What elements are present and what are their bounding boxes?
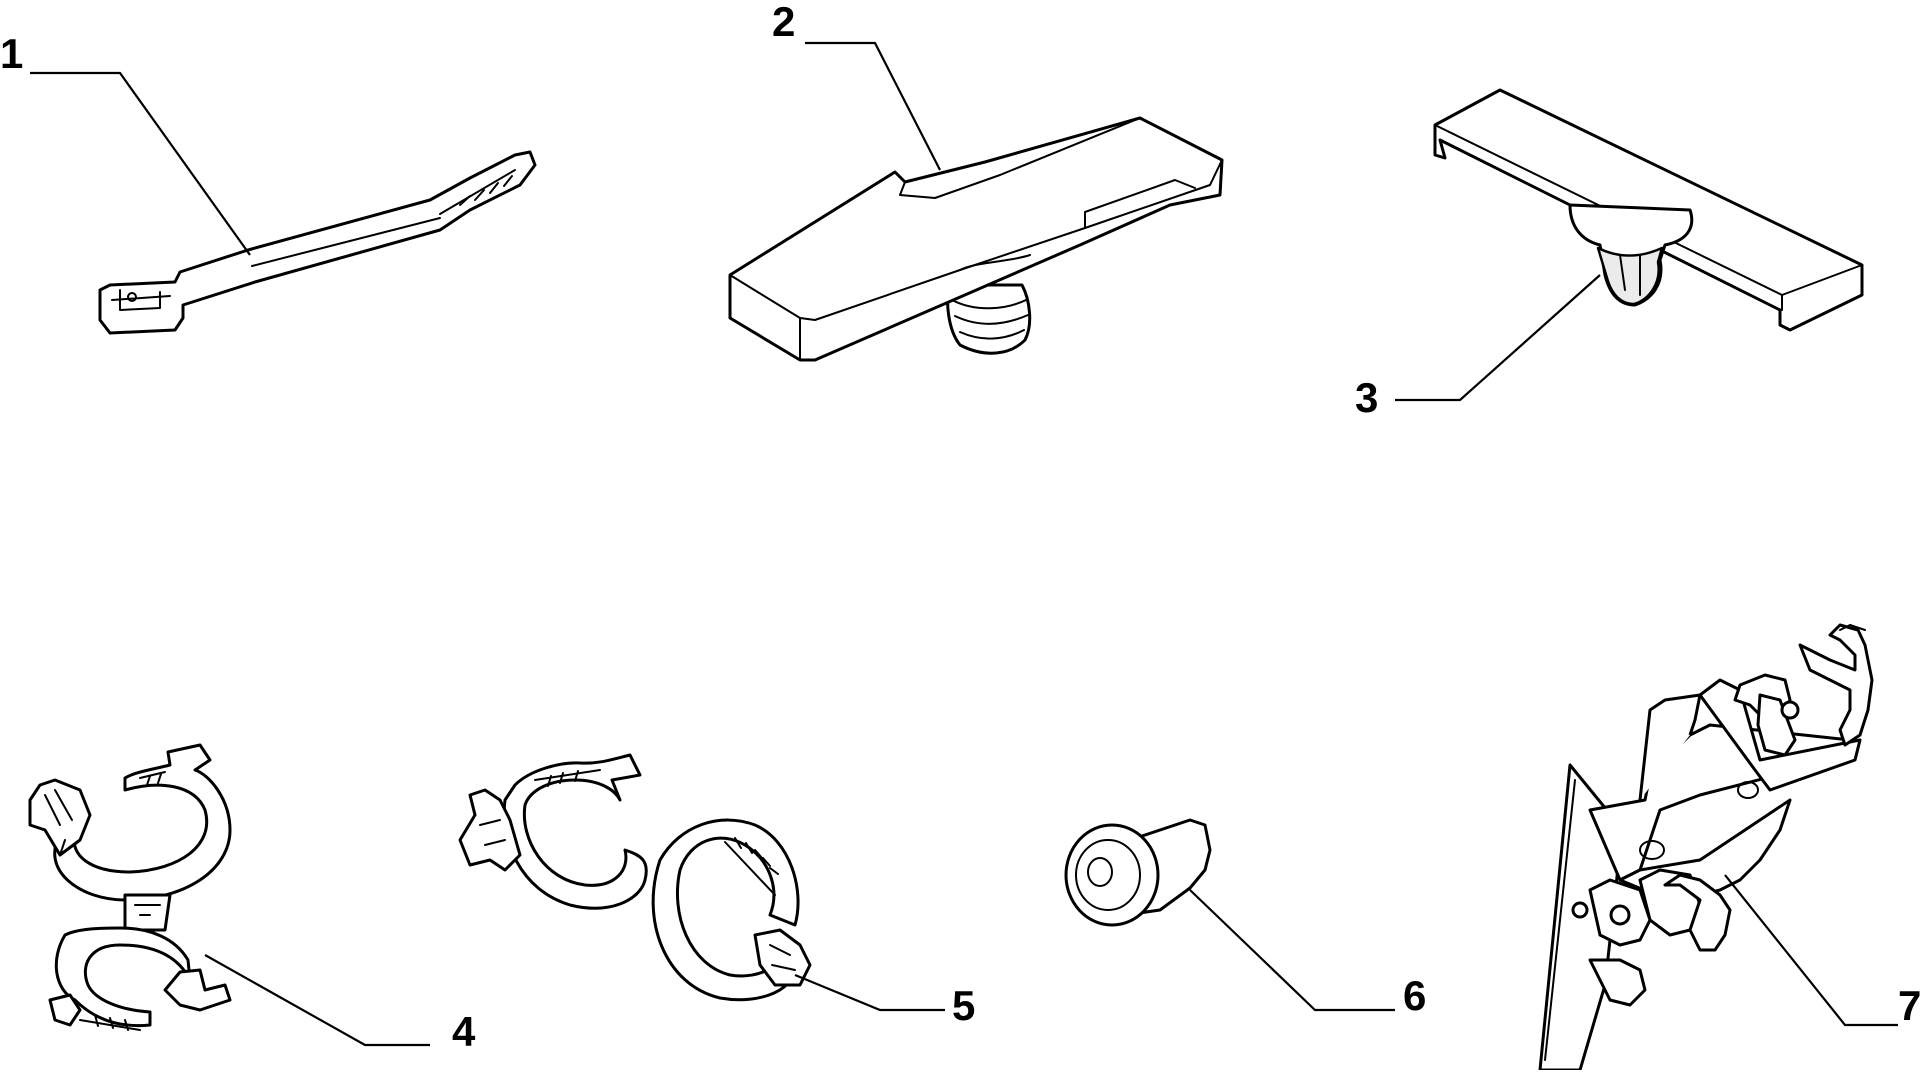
part-2-trim-clip: [728, 116, 1224, 362]
leader-lines: [30, 41, 1898, 1047]
callout-3: 3: [1355, 374, 1378, 421]
leader-6: [1189, 889, 1395, 1012]
leader-4: [204, 954, 430, 1047]
callout-6: 6: [1403, 972, 1426, 1019]
part-1-cable-tie: [98, 150, 537, 335]
leader-5: [794, 973, 945, 1012]
part-3-push-clip: [1433, 88, 1864, 332]
callout-7: 7: [1898, 982, 1921, 1029]
callout-2: 2: [772, 0, 795, 45]
leader-3: [1395, 274, 1601, 402]
part-6-rubber-plug: [1064, 818, 1212, 927]
part-4-double-clamp: [28, 743, 232, 1031]
leader-7: [1724, 874, 1898, 1027]
leader-2: [805, 41, 941, 171]
callout-4: 4: [452, 1008, 476, 1055]
callout-5: 5: [952, 982, 975, 1029]
callout-1: 1: [0, 30, 23, 77]
leader-1: [30, 71, 251, 256]
callout-labels: 1 2 3 4 5 6 7: [0, 0, 1921, 1055]
part-7-bracket: [1538, 623, 1874, 1072]
part-5-double-clamp: [458, 753, 812, 1002]
